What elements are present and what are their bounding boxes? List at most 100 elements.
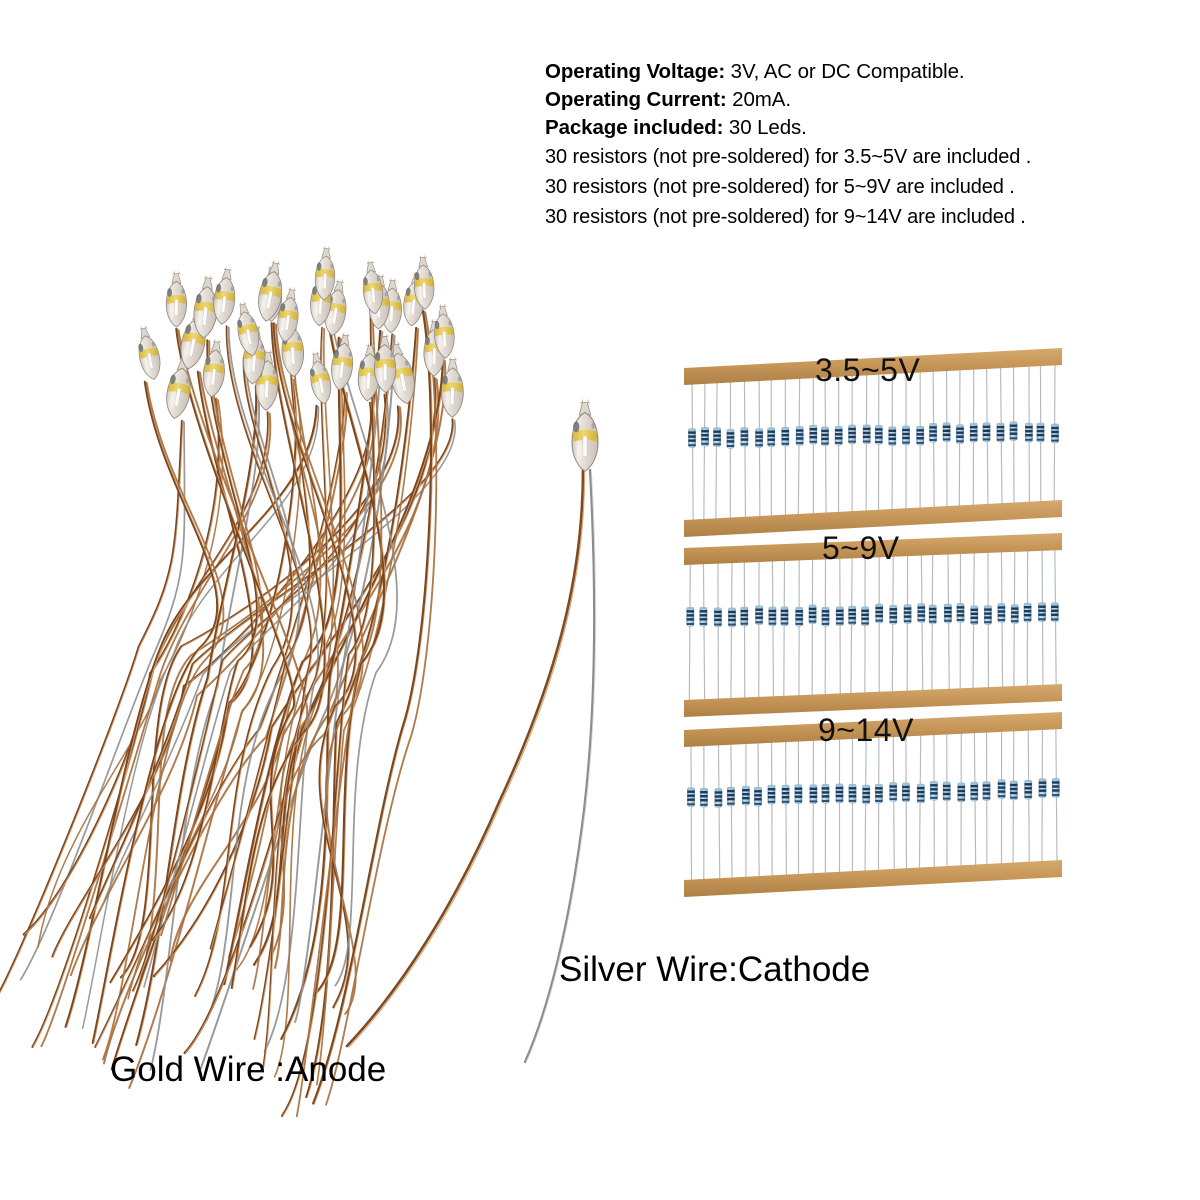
resistor-band — [767, 788, 776, 791]
resistor-band — [699, 618, 708, 621]
resistor-band — [1051, 430, 1059, 434]
resistor-body — [727, 786, 735, 807]
led-bundle-heads — [132, 244, 465, 421]
resistor-band — [754, 798, 762, 801]
resistor-lead — [932, 363, 935, 513]
resistor-band — [821, 610, 830, 613]
resistor-lead — [771, 553, 775, 703]
resistor-band — [875, 610, 883, 614]
resistor-band — [861, 609, 869, 612]
led-gold-wire — [127, 378, 302, 1000]
resistor-band — [686, 610, 694, 613]
resistor-band — [889, 612, 897, 615]
resistor-band — [808, 607, 817, 611]
led-gold-wire — [102, 392, 348, 1065]
led-gold-wire — [128, 371, 265, 1089]
led-gold-wire — [152, 377, 437, 978]
resistor-band — [701, 442, 709, 445]
led-gold-wire — [194, 356, 294, 997]
resistor-body — [1009, 780, 1018, 801]
led-gold-wire — [252, 323, 339, 990]
resistor-band — [848, 435, 856, 439]
resistor-band — [821, 800, 830, 802]
resistor-band — [835, 429, 843, 432]
resistor-band — [1010, 787, 1018, 791]
led-head — [321, 276, 352, 338]
resistor-band — [970, 608, 978, 611]
led-silver-wire — [294, 330, 384, 1023]
led-gold-wire — [51, 401, 373, 958]
led-silver-wire — [199, 334, 396, 1070]
spec-value-package: 30 Leds. — [723, 116, 807, 139]
resistor-body — [916, 426, 925, 446]
led-gold-wire — [272, 322, 358, 1009]
resistor-band — [740, 443, 749, 446]
led-gold-wire — [119, 405, 400, 979]
resistor-band — [942, 433, 951, 436]
resistor-band — [780, 622, 789, 625]
resistor-band — [836, 622, 844, 625]
single-led-gold-wire — [345, 468, 585, 1048]
led-head — [383, 338, 420, 407]
resistor-band — [942, 438, 951, 441]
resistor-band — [970, 438, 978, 441]
resistor-body — [874, 425, 883, 445]
resistor-band — [1023, 618, 1032, 621]
resistor-lead — [920, 547, 924, 696]
resistor-band — [996, 429, 1005, 433]
resistor-band — [888, 433, 896, 436]
resistor-band — [1024, 791, 1032, 794]
led-gold-wire — [275, 323, 364, 1016]
resistor-body — [956, 424, 964, 444]
resistor-band — [956, 440, 964, 443]
resistor-band — [943, 784, 951, 788]
led-head — [367, 272, 392, 330]
resistor-band — [970, 426, 978, 429]
resistor-body — [1024, 422, 1033, 443]
resistor-band — [699, 610, 708, 613]
resistor-band — [903, 615, 912, 618]
resistor-band — [917, 794, 925, 798]
resistor-band — [848, 427, 856, 431]
resistor-band — [875, 795, 883, 798]
resistor-band — [888, 442, 896, 445]
led-head — [132, 323, 165, 382]
resistor-lead — [850, 550, 853, 699]
resistor-body — [982, 422, 991, 442]
led-gold-wire — [151, 339, 258, 942]
led-gold-wire — [273, 359, 447, 969]
resistor-band — [795, 610, 803, 613]
resistor-band — [917, 619, 925, 622]
resistor-lead — [1027, 722, 1030, 868]
resistor-band — [956, 614, 965, 617]
resistor-lead — [691, 377, 694, 527]
resistor-band — [930, 788, 938, 791]
resistor-body — [969, 422, 978, 443]
resistor-band — [796, 433, 804, 436]
resistor-band — [875, 432, 883, 435]
led-head — [308, 268, 334, 327]
resistor-band — [728, 623, 736, 626]
resistor-band — [767, 796, 776, 799]
resistor-band — [956, 427, 964, 430]
resistor-body — [808, 604, 817, 624]
resistor-band — [875, 441, 883, 443]
resistor-band — [1023, 614, 1032, 617]
resistor-band — [956, 610, 965, 613]
resistor-band — [1009, 428, 1018, 431]
resistor-band — [970, 434, 978, 437]
resistor-body — [835, 783, 844, 804]
resistor-body — [821, 607, 830, 627]
resistor-band — [1051, 434, 1059, 438]
led-gold-wire — [312, 309, 433, 1105]
resistor-band — [808, 615, 817, 619]
led-head — [210, 265, 239, 326]
resistor-band — [794, 795, 803, 798]
resistor-band — [687, 798, 695, 801]
resistor-band — [835, 433, 843, 436]
resistor-band — [956, 431, 964, 434]
resistor-lead — [717, 556, 719, 705]
resistor-band — [970, 621, 978, 624]
resistor-band — [997, 790, 1006, 793]
led-gold-wire — [325, 311, 438, 1106]
